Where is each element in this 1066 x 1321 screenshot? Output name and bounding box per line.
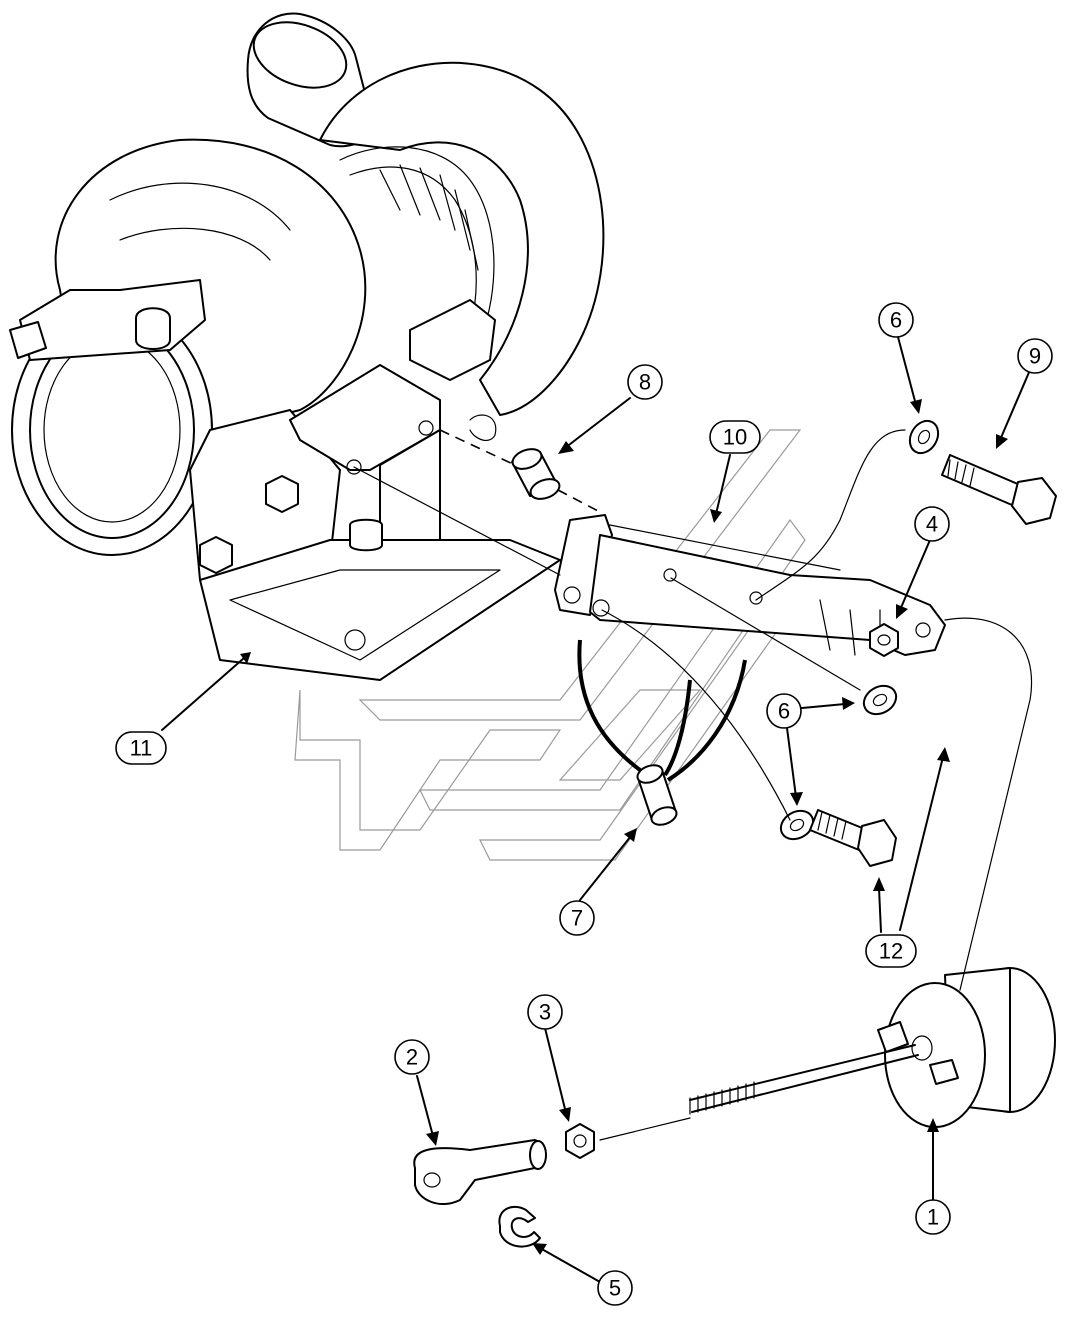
- callout-4-label: 4: [926, 512, 938, 537]
- washer-upper: [908, 419, 940, 455]
- spacer-lower: [636, 764, 678, 826]
- rod-end: [413, 1139, 547, 1205]
- bolt-upper: [941, 454, 1057, 525]
- callout-10: 10: [709, 420, 761, 454]
- callout-11-label: 11: [130, 736, 153, 761]
- actuator-rod: [689, 1044, 919, 1115]
- nut-upper: [869, 623, 899, 657]
- callout-9-label: 9: [1029, 344, 1041, 369]
- callout-7-label: 7: [571, 906, 583, 931]
- fit-indicator-lines: [577, 639, 747, 782]
- callout-6-upper: 6: [878, 302, 914, 338]
- callout-3: 3: [527, 994, 563, 1030]
- callout-6-upper-label: 6: [890, 308, 902, 333]
- callout-3-label: 3: [539, 1000, 551, 1025]
- spacer-upper: [511, 448, 561, 500]
- callout-2-label: 2: [406, 1045, 418, 1070]
- callout-12-label: 12: [879, 939, 903, 964]
- watermark: [294, 429, 806, 861]
- callout-6-middle: 6: [766, 693, 802, 729]
- bolt-lower: [809, 809, 897, 867]
- callout-10-label: 10: [723, 425, 747, 450]
- wastegate-actuator: [877, 967, 1056, 1128]
- callout-8: 8: [627, 364, 663, 400]
- assembly-lines: [353, 429, 1033, 1141]
- wastegate-bracket: [554, 514, 946, 656]
- retaining-clip: [498, 1205, 541, 1248]
- callout-8-label: 8: [639, 370, 651, 395]
- callout-9: 9: [1017, 338, 1053, 374]
- callout-7: 7: [559, 900, 595, 936]
- callout-5: 5: [597, 1270, 633, 1306]
- jam-nut: [565, 1123, 595, 1159]
- leader-arrows: [161, 336, 1031, 1283]
- callout-5-label: 5: [609, 1276, 621, 1301]
- callout-11: 11: [115, 731, 167, 765]
- washer-middle: [862, 684, 898, 716]
- callout-2: 2: [394, 1039, 430, 1075]
- turbocharger-housing: [9, 12, 605, 681]
- callout-12: 12: [865, 934, 917, 968]
- callout-6-middle-label: 6: [778, 699, 790, 724]
- callout-1: 1: [915, 1199, 951, 1235]
- callout-4: 4: [914, 506, 950, 542]
- callout-1-label: 1: [927, 1205, 939, 1230]
